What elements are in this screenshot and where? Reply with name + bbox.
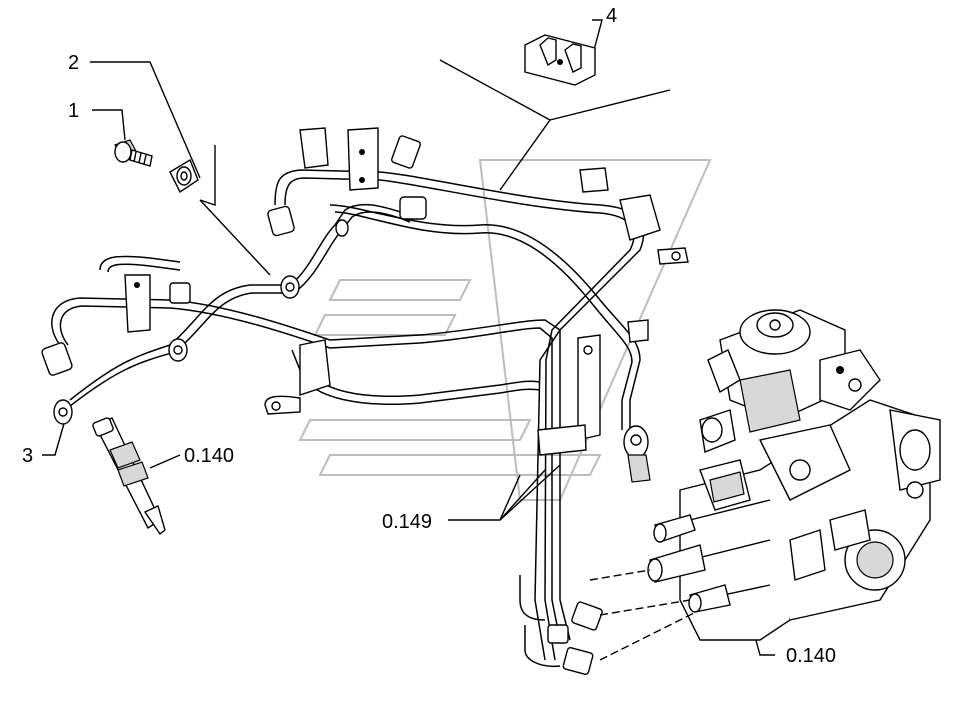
pipe-clamp-part-4: [524, 34, 596, 86]
banjo-bolt-part-1: [114, 139, 153, 167]
callout-pipes-ref: 0.149: [382, 511, 432, 533]
callout-injector-ref: 0.140: [184, 445, 234, 467]
injection-pump: [589, 309, 941, 661]
return-line-fittings: [53, 219, 651, 483]
callout-labels: 1 2 3 4 0.140 0.149 0.140: [22, 5, 836, 667]
callout-1: 1: [68, 100, 79, 122]
callout-3: 3: [22, 445, 33, 467]
injector-part: [92, 417, 166, 536]
pipe-end-fittings: [41, 135, 603, 676]
callout-pump-ref: 0.140: [786, 645, 836, 667]
leader-lines: [42, 19, 775, 656]
callout-2: 2: [68, 52, 79, 74]
fuel-pipes: [51, 169, 645, 668]
callout-4: 4: [606, 5, 617, 27]
sealing-washer-part-2: [169, 158, 199, 194]
pipe-brackets: [124, 127, 689, 456]
